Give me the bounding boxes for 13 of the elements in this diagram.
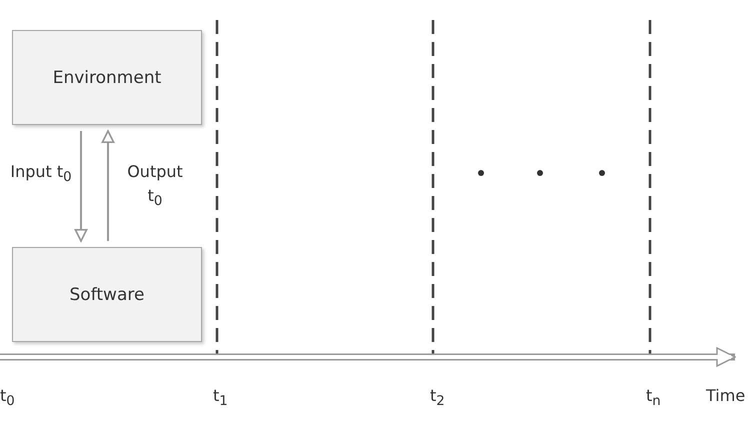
edge-label: Input t$_{0}$ [9,161,73,188]
arrow [74,131,88,242]
axis-title: Time [706,386,746,405]
arrow [102,130,114,241]
tick-label: t$_{n}$ [646,386,661,410]
edge-label: Output t$_{0}$ [126,161,184,212]
process-box [12,30,202,125]
tick-label: t$_{1}$ [213,386,228,410]
node-label: Environment [52,68,162,88]
node-label: Software [70,284,144,304]
tick-label: t$_{2}$ [430,386,445,410]
tick-label: t$_{0}$ [0,386,15,410]
process-box [12,247,202,342]
